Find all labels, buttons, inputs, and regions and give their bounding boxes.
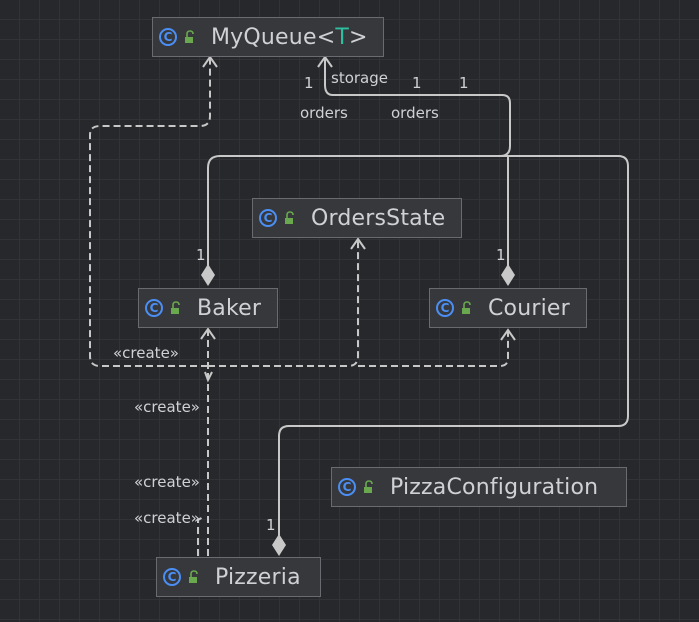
role-label-storage: storage bbox=[331, 69, 388, 87]
lock-open-icon bbox=[185, 30, 194, 43]
create-label-4: «create» bbox=[134, 509, 200, 527]
class-name: Baker bbox=[197, 295, 262, 321]
create-label-2: «create» bbox=[134, 398, 200, 416]
class-name: MyQueue<T> bbox=[211, 24, 368, 50]
create-label-3: «create» bbox=[134, 473, 200, 491]
multiplicity-myqueue-2: 1 bbox=[412, 74, 422, 92]
class-icon: C bbox=[259, 209, 277, 227]
multiplicity-baker: 1 bbox=[196, 246, 206, 264]
class-baker[interactable]: C Baker bbox=[138, 288, 278, 328]
multiplicity-pizzeria: 1 bbox=[266, 516, 276, 534]
arrowhead-baker bbox=[200, 327, 216, 340]
class-name: Pizzeria bbox=[215, 564, 301, 590]
arrowhead-courier bbox=[500, 328, 516, 341]
create-label-1: «create» bbox=[113, 344, 179, 362]
class-icon: C bbox=[436, 299, 454, 317]
lock-open-icon bbox=[189, 570, 198, 583]
class-ordersstate[interactable]: C OrdersState bbox=[252, 198, 462, 238]
lock-open-icon bbox=[285, 211, 294, 224]
class-icon: C bbox=[145, 299, 163, 317]
class-courier[interactable]: C Courier bbox=[429, 288, 587, 328]
class-name: PizzaConfiguration bbox=[390, 474, 599, 500]
multiplicity-courier: 1 bbox=[496, 246, 506, 264]
class-icon: C bbox=[163, 568, 181, 586]
class-pizzaconfiguration[interactable]: C PizzaConfiguration bbox=[331, 467, 627, 507]
arrowhead-myqueue-solid bbox=[317, 55, 333, 68]
edge-create-myqueue bbox=[89, 58, 211, 367]
diamond-baker bbox=[201, 264, 215, 286]
lock-open-icon bbox=[364, 480, 373, 493]
class-myqueue[interactable]: C MyQueue<T> bbox=[152, 17, 384, 57]
role-label-orders-right: orders bbox=[391, 104, 439, 122]
edge-create-ordersstate bbox=[208, 241, 359, 367]
lock-open-icon bbox=[171, 301, 180, 314]
arrowhead-create-left bbox=[204, 371, 213, 383]
class-name: OrdersState bbox=[311, 205, 446, 231]
edge-baker-myqueue bbox=[207, 58, 511, 268]
type-param: T bbox=[335, 24, 349, 50]
diamond-pizzeria bbox=[272, 534, 286, 556]
edge-pizzeria-myqueue bbox=[278, 155, 629, 538]
edge-create-pizzeria-stub bbox=[197, 515, 206, 556]
multiplicity-myqueue-1: 1 bbox=[304, 74, 314, 92]
diamond-courier bbox=[501, 264, 515, 286]
class-name: Courier bbox=[488, 295, 570, 321]
lock-open-icon bbox=[462, 301, 471, 314]
multiplicity-myqueue-3: 1 bbox=[459, 74, 469, 92]
class-icon: C bbox=[159, 28, 177, 46]
arrowhead-ordersstate bbox=[350, 237, 366, 250]
arrowhead-myqueue-dashed bbox=[202, 55, 218, 68]
class-icon: C bbox=[338, 478, 356, 496]
role-label-orders-left: orders bbox=[300, 104, 348, 122]
class-pizzeria[interactable]: C Pizzeria bbox=[156, 557, 321, 597]
edge-create-courier bbox=[358, 331, 509, 367]
